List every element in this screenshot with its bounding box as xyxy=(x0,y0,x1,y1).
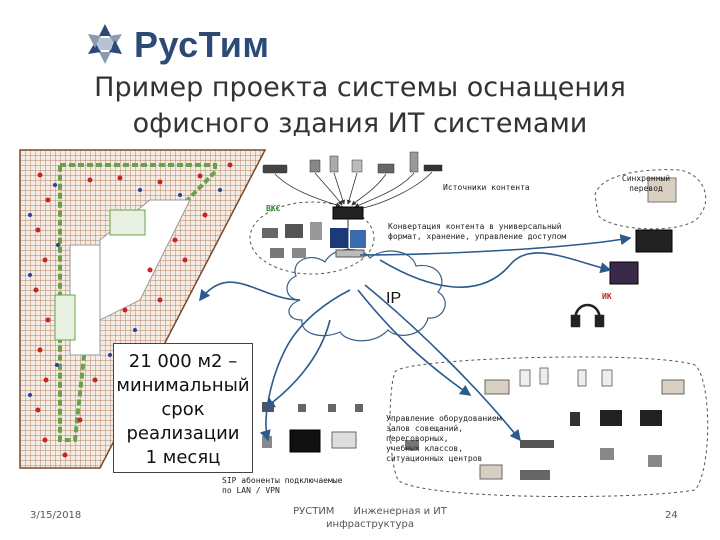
sip-line-2: по LAN / VPN xyxy=(222,486,342,496)
rooms-line-1: Управление оборудованием xyxy=(386,414,502,424)
ip-cloud xyxy=(287,249,445,340)
sip-devices xyxy=(262,402,363,452)
callout-line-4: реализации xyxy=(114,422,252,446)
footer-company: РУСТИМ xyxy=(293,506,334,517)
headphones-icon xyxy=(572,305,603,326)
sip-line-1: SIP абоненты подключаемые xyxy=(222,476,342,486)
ik-screen xyxy=(610,262,638,284)
page-number: 24 xyxy=(665,510,678,521)
vks-label: ВКС xyxy=(266,204,280,214)
rooms-line-4: учебных классов, xyxy=(386,444,502,454)
conversion-line-1: Конвертация контента в универсальный xyxy=(388,222,566,232)
sync-translation-label: Синхронный перевод xyxy=(616,174,676,194)
content-sources xyxy=(263,152,442,173)
conversion-line-2: формат, хранение, управление доступом xyxy=(388,232,566,242)
sync-label-line-2: перевод xyxy=(616,184,676,194)
ik-label: ИК xyxy=(602,292,612,302)
callout-line-1: 21 000 м2 – xyxy=(114,350,252,374)
content-server xyxy=(333,207,363,219)
ip-label: IP xyxy=(386,290,401,308)
footer-subject: РУСТИМ Инженерная и ИТ инфраструктура xyxy=(285,505,455,531)
callout-line-5: 1 месяц xyxy=(114,446,252,470)
projector-icon xyxy=(636,230,672,252)
network-switch xyxy=(336,250,364,257)
sip-label: SIP абоненты подключаемые по LAN / VPN xyxy=(222,476,342,496)
footer-subject-2: инфраструктура xyxy=(285,518,455,531)
sync-label-line-1: Синхронный xyxy=(616,174,676,184)
footer-subject-line-1: РУСТИМ Инженерная и ИТ xyxy=(285,505,455,518)
callout-line-3: срок xyxy=(114,398,252,422)
rooms-line-3: переговорных, xyxy=(386,434,502,444)
rooms-line-5: ситуационных центров xyxy=(386,454,502,464)
rooms-line-2: залов совещаний, xyxy=(386,424,502,434)
footer-date: 3/15/2018 xyxy=(30,510,81,521)
area-callout: 21 000 м2 – минимальный срок реализации … xyxy=(113,343,253,473)
sources-label: Источники контента xyxy=(443,183,530,193)
meeting-rooms-label: Управление оборудованием залов совещаний… xyxy=(386,414,502,464)
callout-line-2: минимальный xyxy=(114,374,252,398)
conversion-label: Конвертация контента в универсальный фор… xyxy=(388,222,566,242)
footer-subject-1: Инженерная и ИТ xyxy=(354,506,447,517)
